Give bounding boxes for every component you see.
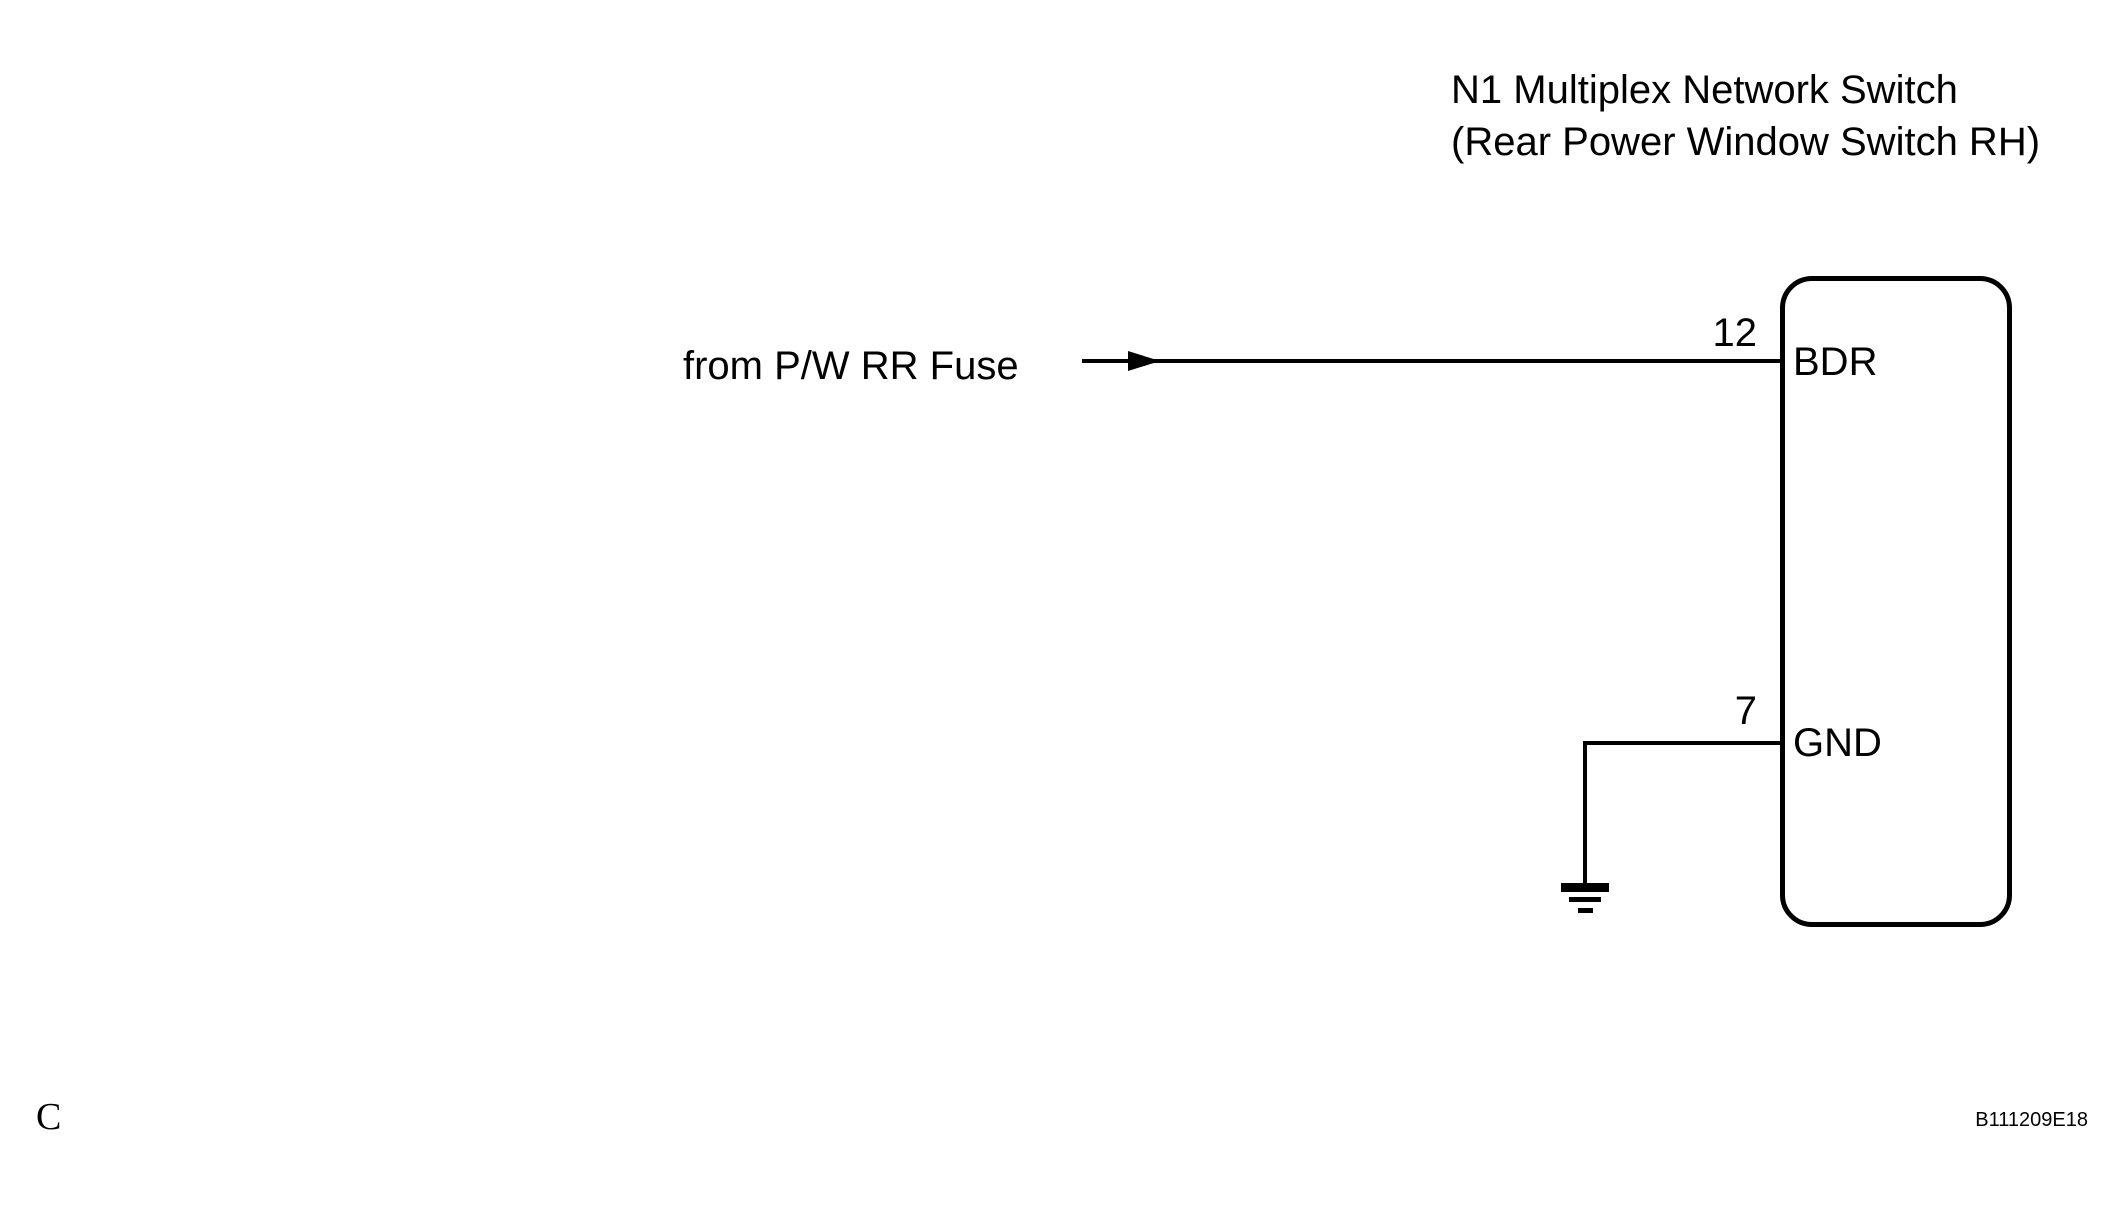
arrow-head-icon xyxy=(1128,351,1160,371)
page-letter: C xyxy=(36,1096,62,1138)
ground-bar-2 xyxy=(1569,897,1601,902)
ground-bar-3 xyxy=(1578,908,1593,913)
component-title-line-2: (Rear Power Window Switch RH) xyxy=(1451,120,2041,164)
pin-12-number: 12 xyxy=(1712,311,1758,355)
component-title: N1 Multiplex Network Switch (Rear Power … xyxy=(1451,64,2040,168)
pin-12-label: BDR xyxy=(1793,340,1878,384)
ground-bar-1 xyxy=(1561,883,1609,892)
ground-wire-horizontal xyxy=(1585,741,1780,745)
wire-bdr xyxy=(1082,359,1780,363)
figure-code: B111209E18 xyxy=(1975,1109,2088,1131)
component-box xyxy=(1780,276,2012,927)
component-title-line-1: N1 Multiplex Network Switch xyxy=(1451,68,1958,112)
pin-7-number: 7 xyxy=(1734,689,1757,733)
pin-7-label: GND xyxy=(1793,721,1882,765)
ground-wire-vertical xyxy=(1583,741,1587,887)
source-label: from P/W RR Fuse xyxy=(683,344,1019,388)
